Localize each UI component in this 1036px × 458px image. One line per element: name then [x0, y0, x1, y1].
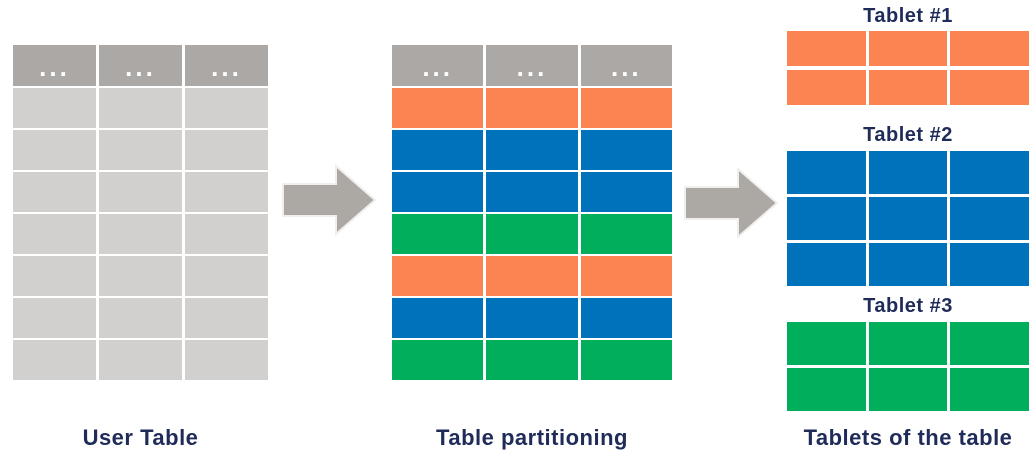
partitioned-table-section: ......... [392, 45, 672, 380]
table-cell-orange [580, 256, 672, 296]
table-cell-blue [787, 243, 866, 286]
table-cell-green [868, 368, 948, 411]
table-cell-blue [580, 298, 672, 338]
table-cell-gray [13, 298, 96, 338]
table-cell-gray [99, 130, 182, 170]
tablet-2-table [787, 151, 1029, 286]
table-cell-orange [950, 31, 1029, 66]
right-arrow-icon [282, 163, 377, 241]
user-table: ......... [13, 45, 268, 380]
table-cell-gray [13, 172, 96, 212]
table-cell-gray [185, 88, 268, 128]
tablet-2-title: Tablet #2 [863, 124, 953, 146]
table-cell-green [580, 214, 672, 254]
tablet-3-title: Tablet #3 [863, 295, 953, 317]
user-table-caption: User Table [82, 425, 199, 450]
table-cell-blue [486, 130, 578, 170]
table-cell-gray [13, 214, 96, 254]
table-cell-blue [950, 243, 1029, 286]
table-cell-blue [392, 172, 484, 212]
tablet-3-table [787, 322, 1029, 411]
table-cell-gray [185, 340, 268, 380]
right-arrow-icon [684, 166, 779, 244]
tablets-caption: Tablets of the table [803, 425, 1013, 450]
table-cell-orange [787, 31, 866, 66]
tablet-1-title: Tablet #1 [863, 5, 953, 27]
table-cell-green [486, 340, 578, 380]
table-header-cell: ... [13, 45, 96, 86]
table-cell-green [580, 340, 672, 380]
table-cell-gray [99, 298, 182, 338]
table-header-cell: ... [185, 45, 268, 86]
table-cell-orange [486, 256, 578, 296]
table-cell-green [950, 368, 1029, 411]
table-cell-green [787, 322, 866, 365]
tablet-1-table [787, 31, 1029, 105]
table-cell-gray [185, 130, 268, 170]
table-cell-gray [99, 172, 182, 212]
partitioned-table-caption: Table partitioning [436, 425, 628, 450]
table-cell-blue [787, 151, 866, 194]
table-cell-blue [868, 197, 948, 240]
tablets-section: Tablet #1 Tablet #2 Tablet #3 [787, 3, 1029, 411]
table-cell-orange [580, 88, 672, 128]
table-cell-orange [392, 88, 484, 128]
table-cell-orange [868, 31, 948, 66]
partitioned-table: ......... [392, 45, 672, 380]
table-cell-orange [486, 88, 578, 128]
table-cell-orange [950, 70, 1029, 105]
table-header-cell: ... [486, 45, 578, 86]
table-cell-gray [13, 340, 96, 380]
table-cell-orange [392, 256, 484, 296]
table-cell-blue [486, 172, 578, 212]
table-cell-gray [13, 256, 96, 296]
table-cell-green [868, 322, 948, 365]
table-cell-green [950, 322, 1029, 365]
table-cell-gray [99, 214, 182, 254]
table-cell-gray [13, 130, 96, 170]
table-cell-green [392, 214, 484, 254]
table-cell-gray [185, 256, 268, 296]
table-cell-blue [580, 172, 672, 212]
table-cell-orange [868, 70, 948, 105]
table-cell-gray [99, 340, 182, 380]
user-table-section: ......... [13, 45, 268, 380]
table-cell-blue [580, 130, 672, 170]
table-cell-gray [185, 214, 268, 254]
table-cell-blue [787, 197, 866, 240]
table-cell-blue [950, 151, 1029, 194]
table-cell-blue [868, 243, 948, 286]
table-cell-gray [99, 256, 182, 296]
table-cell-orange [787, 70, 866, 105]
table-cell-gray [13, 88, 96, 128]
table-cell-gray [99, 88, 182, 128]
table-header-cell: ... [580, 45, 672, 86]
table-cell-blue [486, 298, 578, 338]
table-cell-green [392, 340, 484, 380]
table-cell-blue [392, 298, 484, 338]
table-cell-green [787, 368, 866, 411]
table-header-cell: ... [99, 45, 182, 86]
table-header-cell: ... [392, 45, 484, 86]
table-cell-blue [868, 151, 948, 194]
table-cell-blue [950, 197, 1029, 240]
table-cell-gray [185, 172, 268, 212]
table-cell-green [486, 214, 578, 254]
table-cell-gray [185, 298, 268, 338]
table-cell-blue [392, 130, 484, 170]
